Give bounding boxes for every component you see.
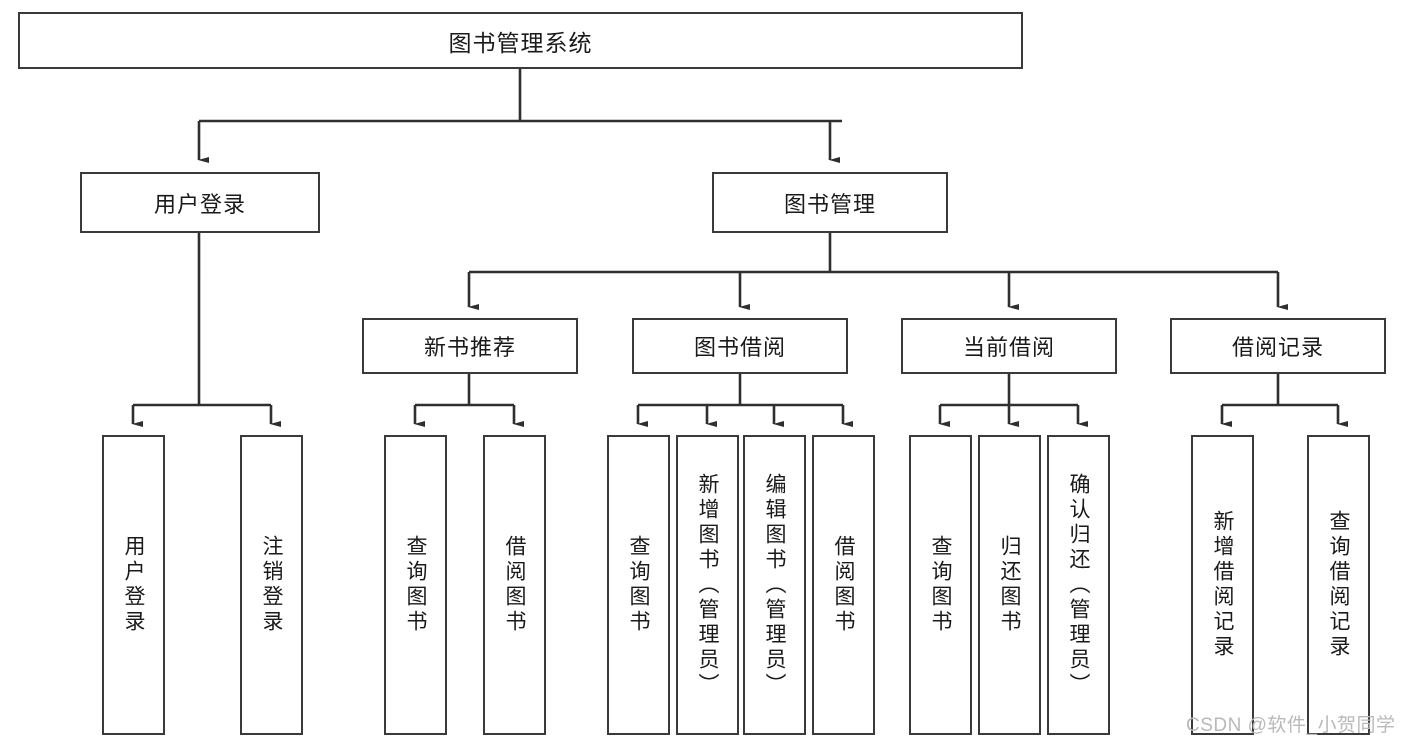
node-label: 编辑图书（管理员） [763, 472, 786, 698]
node-label: 用户登录 [122, 535, 145, 635]
leaf-user-login-signin[interactable]: 用户登录 [102, 435, 165, 735]
leaf-borrow-record-add[interactable]: 新增借阅记录 [1191, 435, 1254, 735]
node-label: 查询图书 [404, 535, 427, 635]
node-new-book-recommend[interactable]: 新书推荐 [362, 318, 578, 374]
node-label: 借阅图书 [503, 535, 526, 635]
node-label: 用户登录 [153, 191, 246, 217]
node-current-borrow[interactable]: 当前借阅 [901, 318, 1117, 374]
node-label: 借阅记录 [1231, 335, 1324, 360]
node-borrow-record[interactable]: 借阅记录 [1170, 318, 1386, 374]
leaf-current-borrow-query[interactable]: 查询图书 [909, 435, 972, 735]
node-book-management[interactable]: 图书管理 [712, 172, 948, 233]
node-label: 图书管理 [783, 191, 876, 217]
leaf-book-borrow-borrow[interactable]: 借阅图书 [812, 435, 875, 735]
node-label: 图书管理系统 [448, 29, 593, 56]
watermark-csdn: CSDN @软件_小贺同学 [1186, 715, 1396, 736]
leaf-new-book-query[interactable]: 查询图书 [384, 435, 447, 735]
node-label: 新增图书（管理员） [696, 472, 719, 698]
leaf-new-book-borrow[interactable]: 借阅图书 [483, 435, 546, 735]
leaf-user-login-signout[interactable]: 注销登录 [240, 435, 303, 735]
node-label: 图书借阅 [693, 335, 786, 360]
node-label: 确认归还（管理员） [1067, 472, 1090, 698]
node-label: 借阅图书 [832, 535, 855, 635]
node-label: 新书推荐 [423, 335, 516, 360]
node-root-library-system[interactable]: 图书管理系统 [18, 12, 1023, 69]
node-user-login[interactable]: 用户登录 [80, 172, 320, 233]
leaf-current-borrow-confirm-return[interactable]: 确认归还（管理员） [1047, 435, 1110, 735]
leaf-borrow-record-query[interactable]: 查询借阅记录 [1307, 435, 1370, 735]
leaf-current-borrow-return[interactable]: 归还图书 [978, 435, 1041, 735]
leaf-book-borrow-edit[interactable]: 编辑图书（管理员） [743, 435, 806, 735]
node-label: 注销登录 [260, 535, 283, 635]
node-label: 查询借阅记录 [1327, 510, 1350, 660]
leaf-book-borrow-add[interactable]: 新增图书（管理员） [676, 435, 739, 735]
node-label: 查询图书 [627, 535, 650, 635]
node-label: 归还图书 [998, 535, 1021, 635]
node-book-borrow[interactable]: 图书借阅 [632, 318, 848, 374]
node-label: 新增借阅记录 [1211, 510, 1234, 660]
node-label: 查询图书 [929, 535, 952, 635]
leaf-book-borrow-query[interactable]: 查询图书 [607, 435, 670, 735]
node-label: 当前借阅 [962, 335, 1055, 360]
